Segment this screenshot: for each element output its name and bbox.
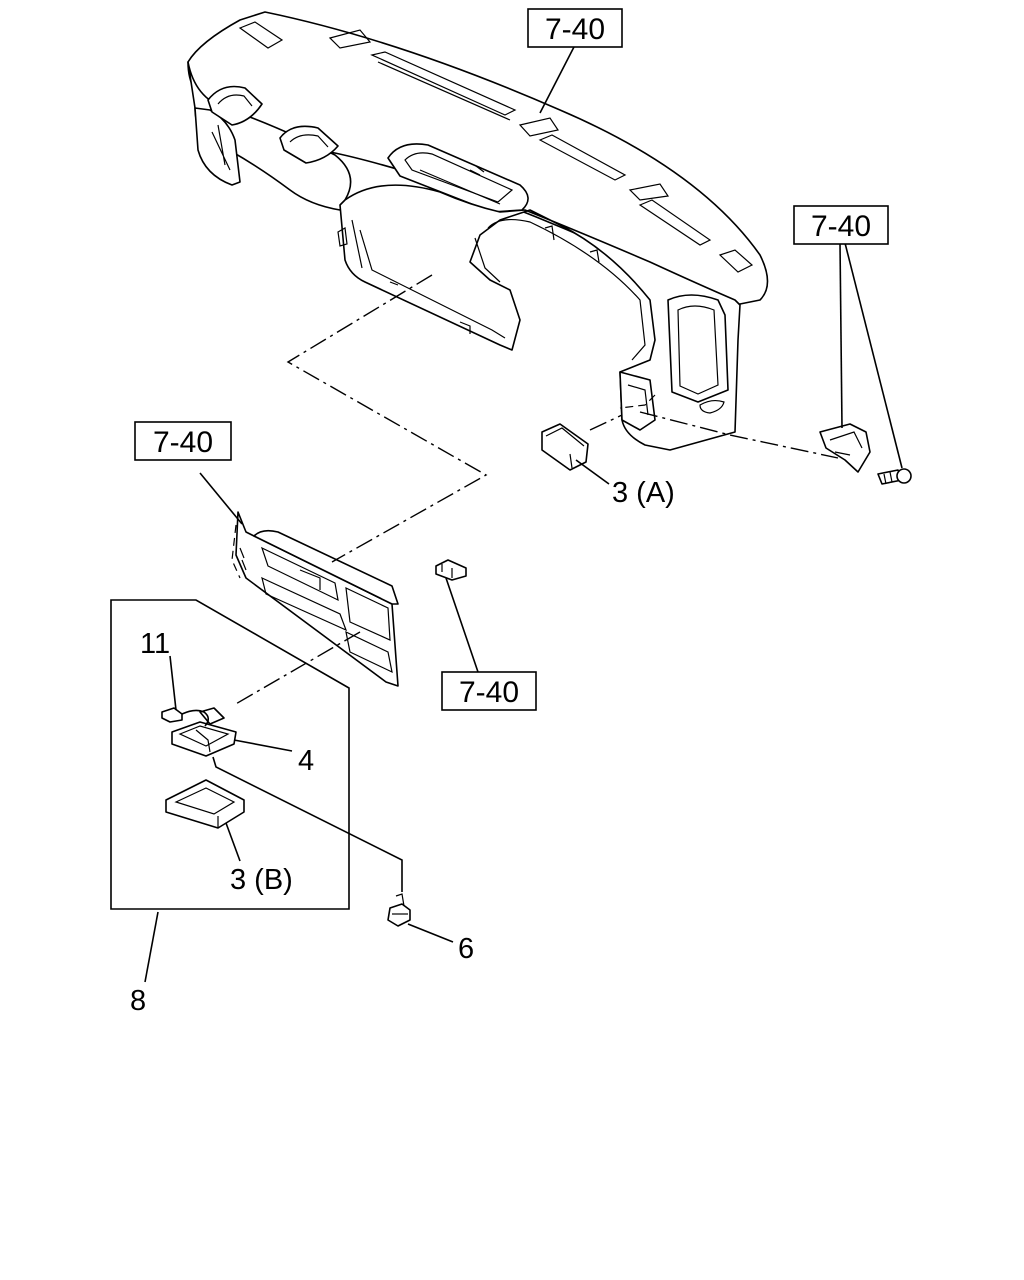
ref-label-top: 7-40 <box>545 13 605 46</box>
callout-4: 4 <box>298 745 314 777</box>
side-bracket <box>819 423 871 473</box>
ref-label-left: 7-40 <box>153 426 213 459</box>
part-3a-pocket <box>541 423 589 471</box>
ref-label-right: 7-40 <box>811 210 871 243</box>
part-3b-tray <box>165 779 245 829</box>
instrument-panel <box>187 11 769 451</box>
ref-box-clip: 7-40 <box>441 671 537 711</box>
callout-11: 11 <box>140 628 170 660</box>
kit-outline <box>110 599 350 910</box>
center-bezel <box>231 511 399 687</box>
callout-3a: 3 (A) <box>612 477 675 509</box>
part-6-clip <box>387 893 411 927</box>
ref-box-right: 7-40 <box>793 205 889 245</box>
ref-box-left: 7-40 <box>134 421 232 461</box>
assembly-lines <box>233 274 839 706</box>
ref-box-top: 7-40 <box>527 8 623 48</box>
callout-8: 8 <box>130 985 146 1017</box>
part-4-switch <box>171 707 237 757</box>
callout-3b: 3 (B) <box>230 864 293 896</box>
ref-label-clip: 7-40 <box>459 676 519 709</box>
leader-lines <box>144 44 903 983</box>
part-11-harness <box>161 707 210 727</box>
callout-6: 6 <box>458 933 474 965</box>
tapping-screw <box>877 468 912 485</box>
retainer-clip <box>435 559 467 581</box>
